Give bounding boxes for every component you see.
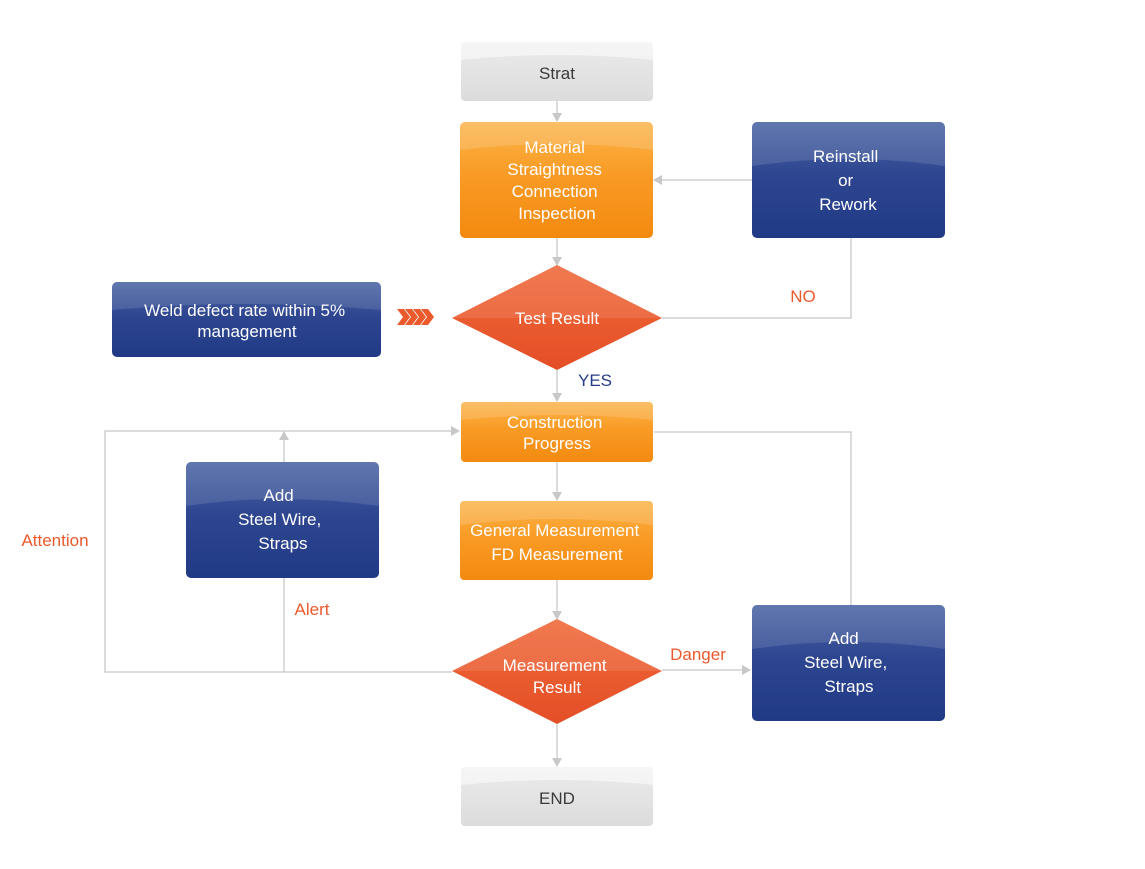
test-result-diamond: Test Result (452, 265, 662, 370)
reinstall-node: Reinstall or Rework (752, 122, 945, 238)
construction-node: Construction Progress (461, 402, 653, 462)
add-wire-right-label: Add Steel Wire, Straps (804, 629, 892, 696)
start-node: Strat (461, 42, 653, 101)
alert-label: Alert (295, 600, 330, 619)
measurement-label: General Measurement FD Measurement (470, 521, 644, 564)
start-label: Strat (539, 64, 575, 83)
add-wire-left-label: Add Steel Wire, Straps (238, 486, 326, 553)
danger-label: Danger (670, 645, 726, 664)
chevron-arrows-icon (397, 309, 434, 325)
weld-defect-label: Weld defect rate within 5% management (144, 301, 350, 341)
end-label: END (539, 789, 575, 808)
yes-label: YES (578, 371, 612, 390)
add-wire-left-node: Add Steel Wire, Straps (186, 462, 379, 578)
connector-test-no-to-reinstall (662, 238, 852, 319)
measurement-node: General Measurement FD Measurement (460, 501, 653, 580)
connectors (104, 101, 852, 767)
connector-add-wire-right-loop (654, 431, 852, 605)
weld-defect-node: Weld defect rate within 5% management (112, 282, 381, 357)
end-node: END (461, 767, 653, 826)
no-label: NO (790, 287, 816, 306)
measurement-result-diamond: Measurement Result (452, 619, 662, 724)
reinstall-label: Reinstall or Rework (813, 147, 883, 214)
test-result-label: Test Result (515, 309, 599, 328)
add-wire-right-node: Add Steel Wire, Straps (752, 605, 945, 721)
measurement-result-label: Measurement Result (503, 656, 612, 697)
inspection-label: Material Straightness Connection Inspect… (507, 138, 606, 223)
inspection-node: Material Straightness Connection Inspect… (460, 122, 653, 238)
attention-label: Attention (21, 531, 88, 550)
construction-label: Construction Progress (507, 413, 607, 453)
